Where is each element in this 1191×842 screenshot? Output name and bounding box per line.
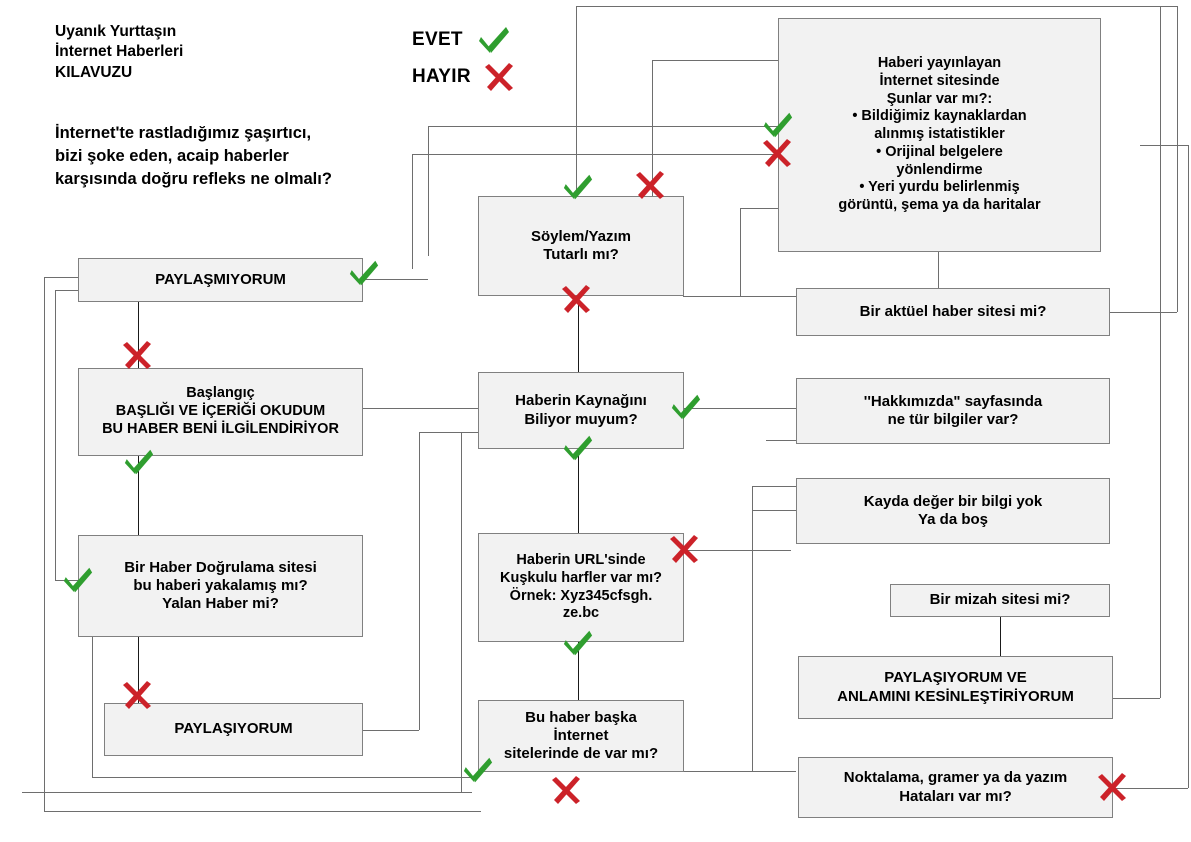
connector-top-to-soylem — [576, 6, 578, 196]
connector-paylasiyorum-right-top — [419, 432, 478, 434]
connector-paylasmiyorum-to-baslangic — [138, 302, 140, 368]
connector-paylasmiyorum-right — [362, 279, 428, 281]
green-check-icon-soylem-top — [562, 172, 594, 202]
node-hakkimizda[interactable]: ''Hakkımızda" sayfasında ne tür bilgiler… — [796, 378, 1110, 444]
connector-soylem-to-kaynak — [578, 296, 580, 372]
node-paylasiyorum[interactable]: PAYLAŞIYORUM — [104, 703, 363, 756]
red-x-icon-paylasmiyorum-down — [123, 340, 155, 370]
red-x-icon-soylem-bottom — [562, 284, 594, 314]
legend-no-label: HAYIR — [412, 66, 471, 87]
node-paylasmiyorum[interactable]: PAYLAŞMIYORUM — [78, 258, 363, 302]
legend-row-yes: EVET — [412, 25, 511, 55]
connector-dogrulama-to-paylasiyorum — [138, 637, 140, 703]
connector-top-rail — [576, 6, 1178, 8]
red-x-icon-url-right — [670, 534, 702, 564]
connector-noktalama-top — [1140, 145, 1188, 147]
node-aktuel[interactable]: Bir aktüel haber sitesi mi? — [796, 288, 1110, 336]
node-soylem[interactable]: Söylem/Yazım Tutarlı mı? — [478, 196, 684, 296]
node-baslangic[interactable]: Başlangıç BAŞLIĞI VE İÇERİĞİ OKUDUM BU H… — [78, 368, 363, 456]
connector-paylasiyorumve-right — [1113, 698, 1160, 700]
connector-left-inner-loop — [55, 290, 57, 580]
green-check-icon-dogrulama-left — [62, 565, 94, 595]
green-check-icon-kaynak-bottom — [562, 433, 594, 463]
connector-outer-left-top — [44, 277, 80, 279]
node-yayinlayan[interactable]: Haberi yayınlayan İnternet sitesinde Şun… — [778, 18, 1101, 252]
connector-dogrulama-bottom-left-v — [92, 637, 94, 777]
connector-into-yayinlayan-no-down — [412, 154, 414, 269]
legend-row-no: HAYIR — [412, 62, 517, 92]
node-kaynak[interactable]: Haberin Kaynağını Biliyor muyum? — [478, 372, 684, 449]
connector-top-right-down — [1177, 6, 1179, 151]
connector-baska-bottom-left — [22, 792, 472, 794]
green-check-icon-baska-left — [462, 755, 494, 785]
connector-rail-yayinlayan-left — [652, 60, 782, 62]
connector-url-right-top — [752, 486, 796, 488]
connector-kaynak-to-url — [578, 448, 580, 533]
connector-into-yayinlayan-no — [412, 154, 780, 156]
connector-paylasiyorum-right-up — [419, 432, 421, 730]
green-check-icon-baslangic-down — [123, 447, 155, 477]
connector-soylem-right-up — [740, 208, 742, 296]
red-x-icon — [484, 62, 517, 92]
connector-soylem-right-top — [740, 208, 782, 210]
green-check-icon — [477, 25, 511, 55]
connector-mid-left-vertical — [461, 432, 463, 792]
connector-outer-left-loop — [44, 277, 46, 812]
connector-baslangic-to-kaynak — [362, 408, 478, 410]
connector-dogrulama-bottom-left-h — [92, 777, 472, 779]
node-noktalama[interactable]: Noktalama, gramer ya da yazım Hataları v… — [798, 757, 1113, 818]
connector-url-to-baska — [578, 641, 580, 700]
connector-soylem-right — [683, 296, 796, 298]
connector-kayda-left — [752, 510, 796, 512]
connector-aktuel-right-up — [1177, 145, 1179, 312]
red-x-icon-dogrulama-down — [123, 680, 155, 710]
green-check-icon-kaynak-right — [670, 392, 702, 422]
page-title: Uyanık Yurttaşın İnternet Haberleri KILA… — [55, 23, 184, 81]
connector-noktalama-right-up — [1188, 145, 1190, 788]
node-url[interactable]: Haberin URL'sinde Kuşkulu harfler var mı… — [478, 533, 684, 642]
connector-baslangic-to-dogrulama — [138, 455, 140, 535]
node-baska-siteler[interactable]: Bu haber başka İnternet sitelerinde de v… — [478, 700, 684, 772]
node-mizah[interactable]: Bir mizah sitesi mi? — [890, 584, 1110, 617]
red-x-icon-yayinlayan-left — [763, 138, 795, 168]
node-paylasiyorum-ve[interactable]: PAYLAŞIYORUM VE ANLAMINI KESİNLEŞTİRİYOR… — [798, 656, 1113, 719]
red-x-icon-soylem-top — [636, 170, 668, 200]
connector-aktuel-right — [1110, 312, 1177, 314]
connector-rail-yayinlayan-down — [652, 60, 654, 198]
connector-url-right — [683, 550, 791, 552]
node-dogrulama[interactable]: Bir Haber Doğrulama sitesi bu haberi yak… — [78, 535, 363, 637]
red-x-icon-noktalama-right — [1098, 772, 1130, 802]
red-x-icon-baska-bottom — [552, 775, 584, 805]
legend-yes-label: EVET — [412, 29, 463, 50]
connector-far-right-long — [1160, 6, 1162, 698]
connector-mizah-to-paylasiyorumve — [1000, 617, 1002, 656]
green-check-icon-paylasmiyorum — [348, 258, 380, 288]
connector-into-yayinlayan-yes — [428, 126, 780, 128]
connector-paylasiyorum-right — [362, 730, 419, 732]
connector-yayinlayan-to-aktuel — [938, 252, 940, 288]
intro-text: İnternet'te rastladığımız şaşırtıcı, biz… — [55, 124, 332, 188]
node-kayda-deger[interactable]: Kayda değer bir bilgi yok Ya da boş — [796, 478, 1110, 544]
connector-kaynak-right — [683, 408, 796, 410]
connector-baska-right — [683, 771, 796, 773]
connector-outer-left-bottom — [44, 811, 481, 813]
connector-kayda-left-down — [752, 510, 754, 771]
connector-into-yayinlayan-yes-down — [428, 126, 430, 256]
green-check-icon-yayinlayan-left — [762, 110, 794, 140]
green-check-icon-url-bottom — [562, 628, 594, 658]
connector-left-inner-top — [55, 290, 80, 292]
connector-hakkimizda-left — [766, 440, 796, 442]
connector-noktalama-right — [1113, 788, 1188, 790]
